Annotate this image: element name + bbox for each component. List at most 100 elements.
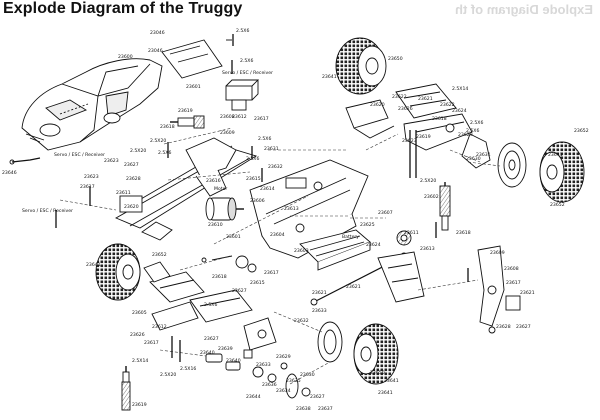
part-number-label: 23644 bbox=[246, 395, 261, 400]
rear-upright bbox=[477, 245, 521, 334]
part-number-label: 23608 bbox=[504, 267, 519, 272]
center-chassis bbox=[249, 159, 369, 259]
part-number-label: 23641 bbox=[384, 379, 399, 384]
body-plate bbox=[161, 34, 234, 79]
front-shock bbox=[170, 115, 205, 129]
part-number-label: 23640 bbox=[226, 359, 241, 364]
part-number-label: 23630 bbox=[466, 157, 481, 162]
part-number-label: 23616 bbox=[206, 179, 221, 184]
part-number-label: 23624 bbox=[366, 243, 381, 248]
part-number-label: 23609 bbox=[220, 131, 235, 136]
battery-pack bbox=[299, 229, 371, 271]
tire-top-right bbox=[335, 37, 387, 95]
receiver-box bbox=[225, 79, 260, 111]
part-number-label: 23623 bbox=[104, 159, 119, 164]
part-number-label: 23605 bbox=[132, 311, 147, 316]
part-number-label: 23607 bbox=[378, 211, 393, 216]
spur-gear bbox=[396, 230, 412, 246]
part-number-label: 23046 bbox=[148, 49, 163, 54]
part-number-label: 23631 bbox=[264, 147, 279, 152]
part-number-label: 23611 bbox=[116, 191, 131, 196]
part-number-label: 23619 bbox=[416, 135, 431, 140]
part-number-label: 2.5X6 bbox=[470, 121, 484, 126]
part-number-label: 23617 bbox=[144, 341, 159, 346]
diagram-title: Explode Diagram of the Truggy bbox=[3, 0, 243, 17]
part-number-label: 23627 bbox=[310, 395, 325, 400]
part-number-label: 23635 bbox=[286, 379, 301, 384]
part-number-label: 23619 bbox=[132, 403, 147, 408]
part-number-label: Battery bbox=[342, 235, 360, 240]
part-number-label: 23650 bbox=[370, 371, 385, 376]
part-number-label: 2.5X6 bbox=[246, 157, 260, 162]
part-number-label: 23627 bbox=[516, 325, 531, 330]
part-number-label: 2.5X6 bbox=[466, 129, 480, 134]
part-number-label: 23628 bbox=[126, 177, 141, 182]
part-number-label: 23613 bbox=[420, 247, 435, 252]
part-number-label: 23615 bbox=[246, 177, 261, 182]
part-number-label: 23633 bbox=[312, 309, 327, 314]
part-number-label: 23632 bbox=[268, 165, 283, 170]
hub-bottom-center bbox=[317, 321, 343, 363]
steering-block bbox=[189, 289, 277, 351]
part-number-label: 23634 bbox=[276, 389, 291, 394]
part-number-label: 23621 bbox=[418, 97, 433, 102]
part-number-label: 23626 bbox=[130, 333, 145, 338]
part-number-label: 23636 bbox=[262, 383, 277, 388]
part-number-label: 23638 bbox=[296, 407, 311, 412]
part-number-label: 23604 bbox=[270, 233, 285, 238]
part-number-label: 23639 bbox=[218, 347, 233, 352]
part-number-label: 23631 bbox=[476, 153, 491, 158]
differential bbox=[201, 255, 257, 273]
part-number-label: 23652 bbox=[152, 253, 167, 258]
right-lower-arm bbox=[377, 251, 425, 303]
part-number-label: 23602 bbox=[424, 195, 439, 200]
part-number-label: 2.5X20 bbox=[150, 139, 167, 144]
part-number-label: 2.5X6 bbox=[240, 59, 254, 64]
part-number-label: 23611 bbox=[404, 231, 419, 236]
part-number-label: 23606 bbox=[250, 199, 265, 204]
tire-bottom-center bbox=[353, 323, 399, 385]
part-number-label: 23622 bbox=[392, 95, 407, 100]
shock-bottom-left bbox=[121, 366, 131, 411]
bottom-small-parts bbox=[205, 349, 288, 383]
part-number-label: 23623 bbox=[84, 175, 99, 180]
part-number-label: Servo / ESC / Receiver bbox=[22, 209, 73, 214]
part-number-label: 23621 bbox=[312, 291, 327, 296]
part-number-label: 23640 bbox=[200, 351, 215, 356]
part-number-label: 23603 bbox=[294, 249, 309, 254]
part-number-label: 23618 bbox=[160, 125, 175, 130]
part-number-label: 23621 bbox=[520, 291, 535, 296]
part-number-label: 23615 bbox=[250, 281, 265, 286]
part-number-label: 2.5X6 bbox=[236, 29, 250, 34]
part-number-label: 2.5X14 bbox=[132, 359, 149, 364]
part-number-label: 23612 bbox=[232, 115, 247, 120]
part-number-label: 23620 bbox=[124, 205, 139, 210]
rear-arm-block bbox=[403, 113, 491, 169]
part-number-label: 23613 bbox=[284, 207, 299, 212]
part-number-label: Servo / ESC / Receiver bbox=[54, 153, 105, 158]
motor bbox=[205, 197, 244, 221]
part-number-label: 2.5X16 bbox=[180, 367, 197, 372]
part-number-label: 23629 bbox=[458, 133, 473, 138]
part-number-label: 23609 bbox=[490, 251, 505, 256]
part-number-label: 2.5X20 bbox=[420, 179, 437, 184]
part-number-label: 23622 bbox=[440, 103, 455, 108]
part-number-label: 23626 bbox=[398, 107, 413, 112]
part-number-label: 23046 bbox=[150, 31, 165, 36]
tire-rear-right bbox=[539, 141, 585, 203]
antenna-tube bbox=[9, 157, 41, 165]
part-number-label: 23612 bbox=[152, 325, 167, 330]
front-plate bbox=[151, 301, 199, 331]
part-number-label: 23624 bbox=[452, 109, 467, 114]
part-number-label: 23627 bbox=[124, 163, 139, 168]
part-number-label: 23618 bbox=[212, 275, 227, 280]
part-number-label: 23618 bbox=[432, 117, 447, 122]
part-number-label: 23650 bbox=[388, 57, 403, 62]
rear-shock bbox=[439, 182, 451, 231]
part-number-label: 23621 bbox=[346, 285, 361, 290]
part-number-label: 2.5X6 bbox=[258, 137, 272, 142]
part-number-label: Servo / ESC / Receiver bbox=[222, 71, 273, 76]
hub-rear-right bbox=[497, 142, 527, 188]
part-number-label: 23652 bbox=[574, 129, 589, 134]
